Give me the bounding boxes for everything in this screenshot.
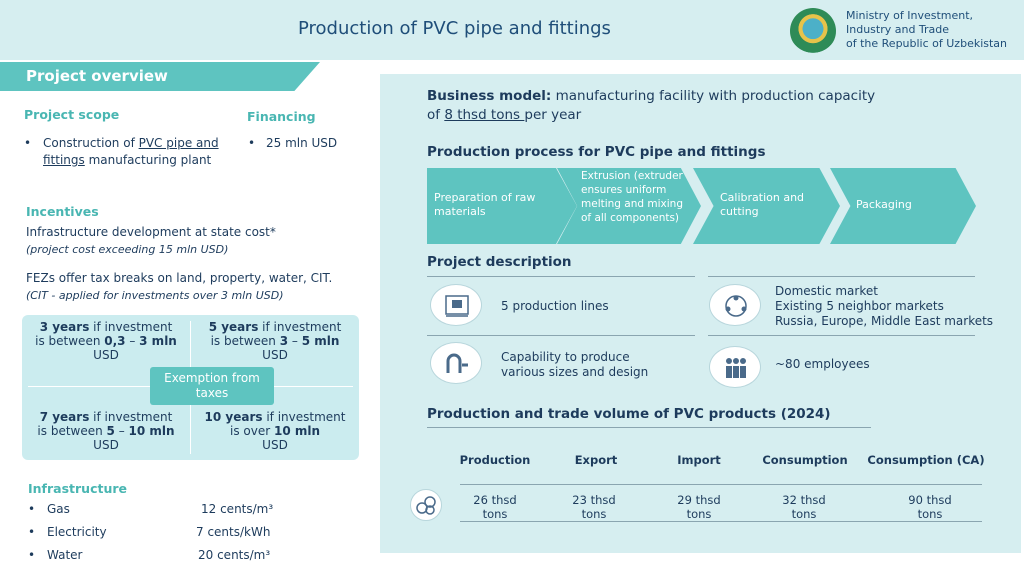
exemption-cell: 7 years if investment is between 5 – 10 … [37, 410, 175, 452]
divider [708, 335, 975, 336]
infrastructure-development: Infrastructure development at state cost… [26, 225, 276, 239]
uzbekistan-emblem-icon [790, 8, 836, 54]
infrastructure-item-label: Water [47, 548, 83, 562]
incentives-heading: Incentives [26, 204, 99, 219]
infrastructure-note: (project cost exceeding 15 mln USD) [26, 243, 229, 256]
project-scope-heading: Project scope [24, 107, 120, 122]
header: Production of PVC pipe and fittings Mini… [0, 0, 1024, 60]
divider [427, 335, 695, 336]
table-header: Production [459, 453, 531, 467]
globe-people-icon [709, 284, 761, 326]
fez-note: (CIT - applied for investments over 3 ml… [26, 289, 284, 302]
exemption-cell: 5 years if investment is between 3 – 5 m… [208, 320, 342, 362]
pipe-rolls-icon [410, 489, 442, 521]
infrastructure-item-value: 7 cents/kWh [196, 525, 271, 539]
process-step: Packaging [830, 168, 976, 244]
infrastructure-item-value: 12 cents/m³ [201, 502, 274, 516]
production-line-icon [430, 284, 482, 326]
fez-text: FEZs offer tax breaks on land, property,… [26, 271, 333, 285]
page-title: Production of PVC pipe and fittings [298, 18, 611, 39]
process-step: Extrusion (extruder ensures uniform melt… [557, 168, 701, 244]
infrastructure-item-value: 20 cents/m³ [198, 548, 271, 562]
process-heading: Production process for PVC pipe and fitt… [427, 144, 766, 160]
divider [427, 276, 695, 277]
bullet: • [248, 136, 256, 150]
infrastructure-item-label: Electricity [47, 525, 107, 539]
divider [427, 427, 871, 428]
process-step: Preparation of raw materials [427, 168, 577, 244]
project-overview-banner: Project overview [0, 62, 320, 91]
financing-value: 25 mln USD [266, 136, 338, 150]
table-header: Export [574, 453, 618, 467]
production-lines-text: 5 production lines [501, 299, 609, 313]
bullet: • [24, 136, 32, 150]
trade-volume-heading: Production and trade volume of PVC produ… [427, 406, 831, 422]
infrastructure-item-label: Gas [47, 502, 70, 516]
process-step: Calibration and cutting [693, 168, 840, 244]
details-panel: Business model: manufacturing facility w… [380, 74, 1021, 553]
table-header: Consumption [762, 453, 848, 467]
pipe-fittings-icon [430, 342, 482, 384]
ministry-name: Ministry of Investment, Industry and Tra… [846, 9, 1008, 50]
bullet: • [28, 502, 36, 516]
business-model: Business model: manufacturing facility w… [427, 88, 876, 123]
bullet: • [28, 525, 36, 539]
table-header: Import [677, 453, 721, 467]
divider [708, 276, 975, 277]
divider [460, 484, 982, 485]
exemption-cell: 10 years if investment is over 10 mln US… [204, 410, 346, 452]
bullet: • [28, 548, 36, 562]
financing-heading: Financing [247, 109, 316, 124]
exemption-badge: Exemption from taxes [150, 367, 274, 405]
employees-icon [709, 346, 761, 388]
markets-text: Domestic market Existing 5 neighbor mark… [775, 284, 994, 328]
table-header: Consumption (CA) [867, 453, 985, 467]
capability-text: Capability to produce various sizes and … [501, 350, 649, 379]
description-heading: Project description [427, 254, 572, 270]
exemption-cell: 3 years if investment is between 0,3 – 3… [35, 320, 177, 362]
tax-exemption-grid: 3 years if investment is between 0,3 – 3… [22, 315, 359, 460]
employees-text: ~80 employees [775, 357, 870, 371]
divider [460, 521, 982, 522]
infrastructure-heading: Infrastructure [28, 481, 127, 496]
